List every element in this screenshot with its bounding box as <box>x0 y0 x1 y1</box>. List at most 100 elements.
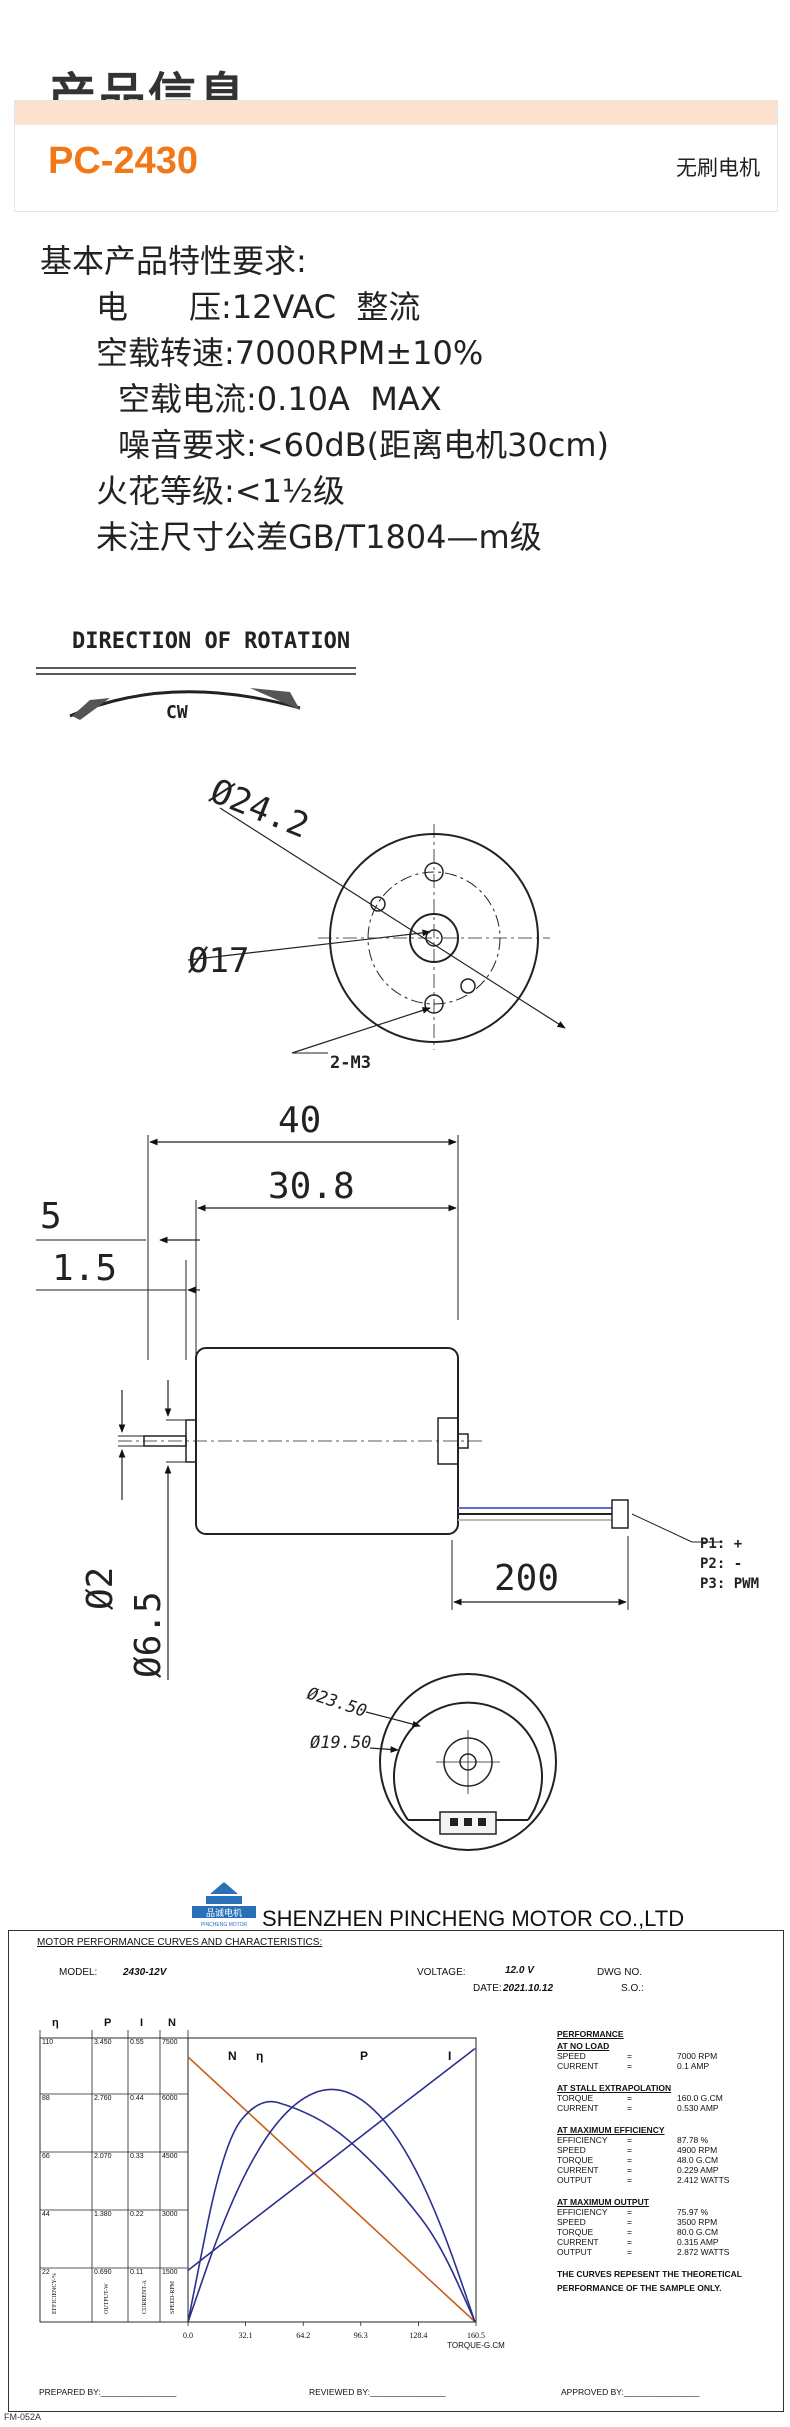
plot-frame <box>187 2037 477 2323</box>
spec-speed: 空载转速:7000RPM±10% <box>96 334 484 372</box>
char-row: SPEED=7000 RPM <box>557 2051 718 2061</box>
char-max-efficiency: AT MAXIMUM EFFICIENCY <box>557 2125 665 2135</box>
dim-rear-outer: Ø23.50 <box>304 1684 369 1722</box>
spec-tolerance: 未注尺寸公差GB/T1804—m级 <box>96 518 542 556</box>
dim-shaft-step: 1.5 <box>52 1248 117 1289</box>
scale-value: 44 <box>42 2211 50 2218</box>
axis-name: OUTPUT-W <box>104 2283 110 2314</box>
company-logo: 品诚电机 PINCHENG MOTOR <box>192 1882 256 1928</box>
char-row: OUTPUT=2.872 WATTS <box>557 2247 730 2257</box>
char-row: EFFICIENCY=87.78 % <box>557 2135 709 2145</box>
char-stall: AT STALL EXTRAPOLATION <box>557 2083 672 2093</box>
scale-value: 22 <box>42 2269 50 2276</box>
direction-label: DIRECTION OF ROTATION <box>72 629 350 654</box>
char-row: SPEED=4900 RPM <box>557 2145 718 2155</box>
rotation-hatch <box>72 688 300 720</box>
scale-table <box>39 2037 189 2323</box>
scale-value: 7500 <box>162 2039 178 2046</box>
spec-heading: 基本产品特性要求: <box>40 242 307 280</box>
dim-bolt-circle: Ø17 <box>188 941 249 981</box>
pin-1: P1: + <box>700 1536 742 1552</box>
product-type: 无刷电机 <box>676 156 760 180</box>
scale-value: 3.450 <box>94 2039 112 2046</box>
dwg-label: DWG NO. <box>597 1967 642 1978</box>
logo-subtext: PINCHENG MOTOR <box>201 1922 248 1928</box>
scale-col-header: P <box>104 2017 111 2029</box>
spec-noise: 噪音要求:<60dB(距离电机30cm) <box>118 426 610 464</box>
char-title: PERFORMANCE <box>557 2029 624 2039</box>
scale-value: 110 <box>42 2039 53 2046</box>
axis-name: CURRENT-A <box>142 2280 148 2314</box>
title-band-stripe <box>15 101 777 125</box>
prepared-by: PREPARED BY:________________ <box>39 2387 177 2397</box>
front-view <box>187 807 566 1054</box>
scale-value: 2.760 <box>94 2095 112 2102</box>
series-line-I <box>187 2047 476 2272</box>
char-max-output: AT MAXIMUM OUTPUT <box>557 2197 649 2207</box>
rear-view <box>365 1673 557 1851</box>
model-value: 2430-12V <box>123 1967 167 1978</box>
dim-boss: 5 <box>40 1196 62 1237</box>
scale-value: 1500 <box>162 2269 178 2276</box>
form-code: FM-052A <box>4 2412 42 2422</box>
so-label: S.O.: <box>621 1983 644 1994</box>
scale-value: 6000 <box>162 2095 178 2102</box>
scale-value: 0.22 <box>130 2211 144 2218</box>
motor-drawing: DIRECTION OF ROTATION CW Ø24.2 Ø17 2-M3 <box>36 629 759 1851</box>
scale-value: 0.55 <box>130 2039 144 2046</box>
scale-value: 4500 <box>162 2153 178 2160</box>
scale-col-header: N <box>168 2017 176 2029</box>
scale-value: 0.33 <box>130 2153 144 2160</box>
perf-title: MOTOR PERFORMANCE CURVES AND CHARACTERIS… <box>37 1937 323 1948</box>
char-row: EFFICIENCY=75.97 % <box>557 2207 709 2217</box>
logo-text: 品诚电机 <box>206 1907 242 1919</box>
curve-label: I <box>448 2049 451 2063</box>
char-row: OUTPUT=2.412 WATTS <box>557 2175 730 2185</box>
char-row: CURRENT=0.530 AMP <box>557 2103 719 2113</box>
rotation-label: CW <box>166 702 188 723</box>
series-line-P <box>187 2088 476 2323</box>
curves-note: THE CURVES REPESENT THE THEORETICAL PERF… <box>557 2269 742 2293</box>
x-tick-label: 0.0 <box>183 2331 193 2340</box>
series-line-η <box>187 2100 476 2323</box>
axis-name: EFFICIENCY-% <box>52 2273 58 2314</box>
date-value: 2021.10.12 <box>503 1983 554 1994</box>
model-number: PC-2430 <box>48 140 198 182</box>
char-row: CURRENT=0.1 AMP <box>557 2061 710 2071</box>
char-no-load: AT NO LOAD <box>557 2041 610 2051</box>
voltage-label: VOLTAGE: <box>417 1967 466 1978</box>
char-row: TORQUE=160.0 G.CM <box>557 2093 723 2103</box>
dim-boss-dia: Ø6.5 <box>128 1591 169 1678</box>
char-row: TORQUE=48.0 G.CM <box>557 2155 719 2165</box>
axis-name: SPEED-RPM <box>170 2280 176 2314</box>
char-row: TORQUE=80.0 G.CM <box>557 2227 719 2237</box>
x-tick-label: 128.4 <box>409 2331 427 2340</box>
dim-outer-diameter: Ø24.2 <box>205 771 315 846</box>
spec-voltage: 电 压:12VAC 整流 <box>96 288 421 326</box>
approved-by: APPROVED BY:________________ <box>561 2387 700 2397</box>
date-label: DATE: <box>473 1983 502 1994</box>
dim-rear-inner: Ø19.50 <box>310 1733 371 1753</box>
char-row: SPEED=3500 RPM <box>557 2217 718 2227</box>
title-band <box>14 100 778 212</box>
scale-value: 66 <box>42 2153 50 2160</box>
curve-label: P <box>360 2049 368 2063</box>
x-tick-label: 160.5 <box>467 2331 485 2340</box>
spec-current: 空载电流:0.10A MAX <box>118 380 442 418</box>
curve-label: N <box>228 2049 237 2063</box>
scale-value: 0.690 <box>94 2269 112 2276</box>
scale-value: 0.11 <box>130 2269 143 2276</box>
voltage-value: 12.0 V <box>505 1965 534 1976</box>
char-row: CURRENT=0.229 AMP <box>557 2165 719 2175</box>
performance-sheet: MOTOR PERFORMANCE CURVES AND CHARACTERIS… <box>8 1930 784 2412</box>
series-line-N <box>187 2056 476 2323</box>
dim-lead-length: 200 <box>494 1558 559 1599</box>
x-tick-label: 64.2 <box>296 2331 310 2340</box>
curve-label: η <box>256 2049 263 2063</box>
scale-col-header: η <box>52 2017 59 2029</box>
x-axis-label: TORQUE-G.CM <box>447 2341 505 2350</box>
pin-2: P2: - <box>700 1556 742 1572</box>
x-tick-label: 32.1 <box>239 2331 253 2340</box>
scale-value: 3000 <box>162 2211 178 2218</box>
